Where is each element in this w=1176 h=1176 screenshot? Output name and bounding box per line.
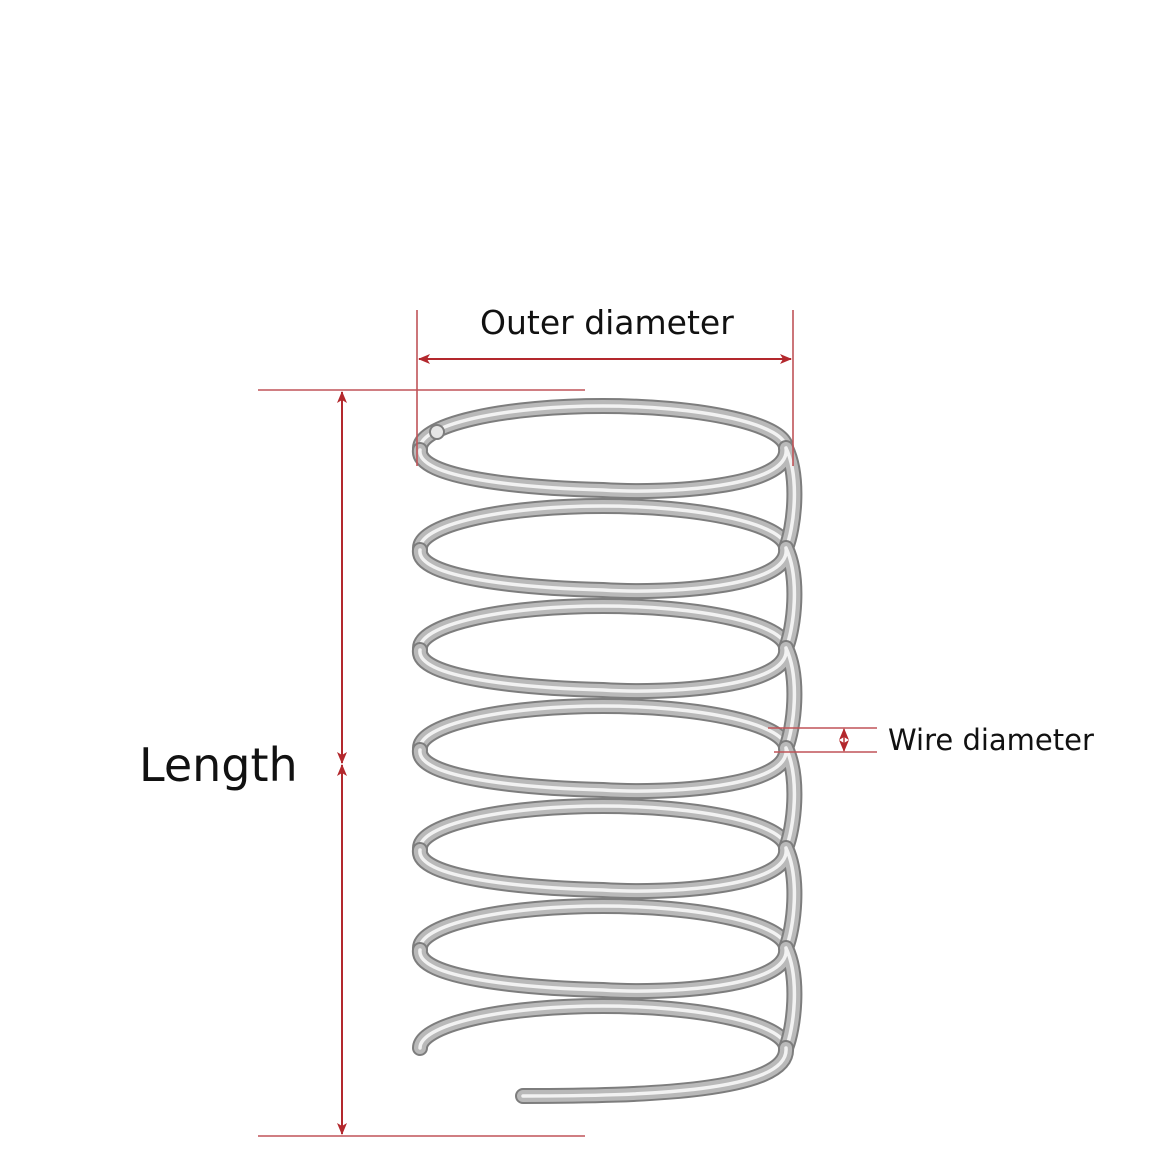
spring-wire-end <box>429 424 445 440</box>
spring-coil-front-5 <box>412 840 803 956</box>
spring-coil-back-5 <box>412 798 794 856</box>
spring-coil-back-6 <box>412 898 794 956</box>
spring-coil-back-7 <box>412 998 794 1056</box>
spring-coil-front-2 <box>412 540 803 656</box>
spring-coil-front-4 <box>412 740 803 856</box>
spring-coil-back-4 <box>412 698 794 756</box>
length-label: Length <box>139 738 298 792</box>
wire-diameter-dimension <box>768 727 877 753</box>
spring-coil-front-1 <box>412 440 803 556</box>
spring-coil-back-2 <box>412 498 794 556</box>
wire-diameter-label: Wire diameter <box>888 723 1094 757</box>
spring-coils <box>412 398 803 1104</box>
spring-coil-back-3 <box>412 598 794 656</box>
spring-coil-front-3 <box>412 640 803 756</box>
outer-diameter-dimension <box>416 310 794 466</box>
spring-coil-back-1 <box>412 398 794 456</box>
spring-coil-front-6 <box>412 940 803 1056</box>
spring-coil-front-7 <box>515 1040 794 1104</box>
outer-diameter-label: Outer diameter <box>480 303 734 342</box>
length-dimension <box>258 389 585 1137</box>
